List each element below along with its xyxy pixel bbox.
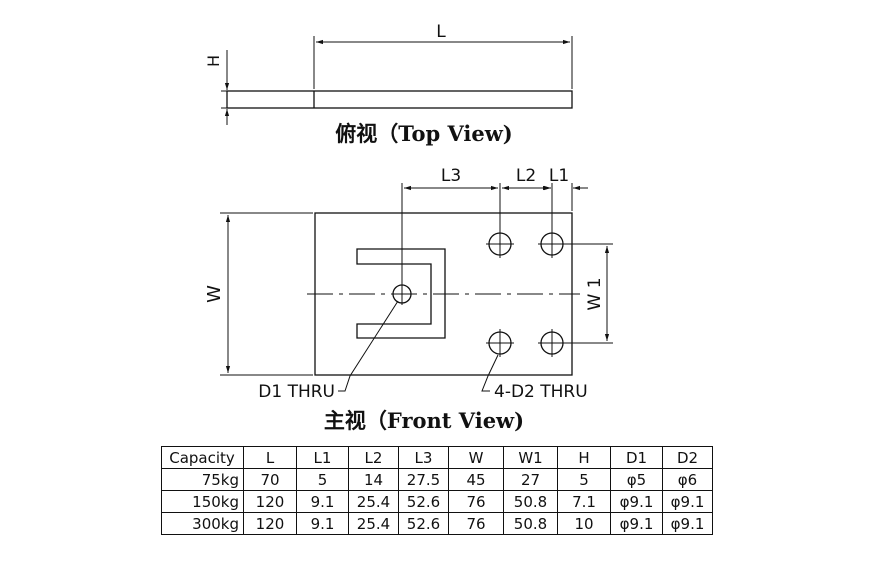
header-d1: D1 [610, 446, 663, 469]
cell-l: 120 [243, 490, 297, 513]
top-view-body [226, 90, 573, 109]
dim-w-label: W [204, 285, 225, 303]
cell-l1: 9.1 [296, 512, 349, 535]
cell-d1: φ9.1 [610, 490, 663, 513]
header-capacity: Capacity [161, 446, 244, 469]
header-w1: W1 [503, 446, 558, 469]
cell-h: 5 [557, 468, 611, 491]
header-h: H [557, 446, 611, 469]
table-row: 150kg 120 9.1 25.4 52.6 76 50.8 7.1 φ9.1… [161, 490, 713, 513]
dim-l2-label: L2 [516, 166, 536, 186]
callout-d1-thru: D1 THRU [258, 382, 335, 402]
cell-w: 45 [448, 468, 504, 491]
cell-w: 76 [448, 512, 504, 535]
u-slot-outer [356, 248, 446, 339]
cell-w1: 50.8 [503, 490, 558, 513]
cell-l: 120 [243, 512, 297, 535]
cell-l2: 25.4 [348, 490, 399, 513]
table-row: 300kg 120 9.1 25.4 52.6 76 50.8 10 φ9.1 … [161, 512, 713, 535]
leader-d2 [481, 354, 499, 392]
cell-l3: 27.5 [398, 468, 449, 491]
hole-crosshairs [391, 230, 566, 357]
header-l2: L2 [348, 446, 399, 469]
header-d2: D2 [662, 446, 713, 469]
cell-l1: 5 [296, 468, 349, 491]
cell-w1: 27 [503, 468, 558, 491]
leader-d1 [338, 300, 399, 392]
cell-l3: 52.6 [398, 490, 449, 513]
top-view [221, 36, 573, 125]
cell-d1: φ9.1 [610, 512, 663, 535]
spec-table-header-row: Capacity L L1 L2 L3 W W1 H D1 D2 [161, 446, 713, 469]
cell-h: 10 [557, 512, 611, 535]
cell-d2: φ6 [662, 468, 713, 491]
cell-l3: 52.6 [398, 512, 449, 535]
front-view-title: 主视（Front View) [324, 408, 524, 433]
header-w: W [448, 446, 504, 469]
cell-h: 7.1 [557, 490, 611, 513]
front-view [220, 183, 613, 392]
dim-w1-label: W 1 [585, 277, 605, 310]
header-l1: L1 [296, 446, 349, 469]
cell-w: 76 [448, 490, 504, 513]
dim-l1-label: L1 [549, 166, 569, 186]
cell-capacity: 150kg [161, 490, 244, 513]
top-view-title: 俯视（Top View) [335, 121, 513, 146]
cell-w1: 50.8 [503, 512, 558, 535]
cell-capacity: 75kg [161, 468, 244, 491]
cell-d2: φ9.1 [662, 512, 713, 535]
cell-l2: 14 [348, 468, 399, 491]
header-l3: L3 [398, 446, 449, 469]
cell-d1: φ5 [610, 468, 663, 491]
cell-l1: 9.1 [296, 490, 349, 513]
top-dim-l-label: L [436, 22, 446, 42]
callout-4-d2-thru: 4-D2 THRU [494, 382, 588, 402]
cell-capacity: 300kg [161, 512, 244, 535]
top-dim-h-label: H [204, 55, 223, 67]
cell-l: 70 [243, 468, 297, 491]
dim-l3-label: L3 [441, 166, 461, 186]
spec-table: Capacity L L1 L2 L3 W W1 H D1 D2 75kg 70… [161, 446, 713, 535]
table-row: 75kg 70 5 14 27.5 45 27 5 φ5 φ6 [161, 468, 713, 491]
cell-l2: 25.4 [348, 512, 399, 535]
cell-d2: φ9.1 [662, 490, 713, 513]
technical-drawing: L H 俯视（Top View) [204, 22, 613, 433]
header-l: L [243, 446, 297, 469]
